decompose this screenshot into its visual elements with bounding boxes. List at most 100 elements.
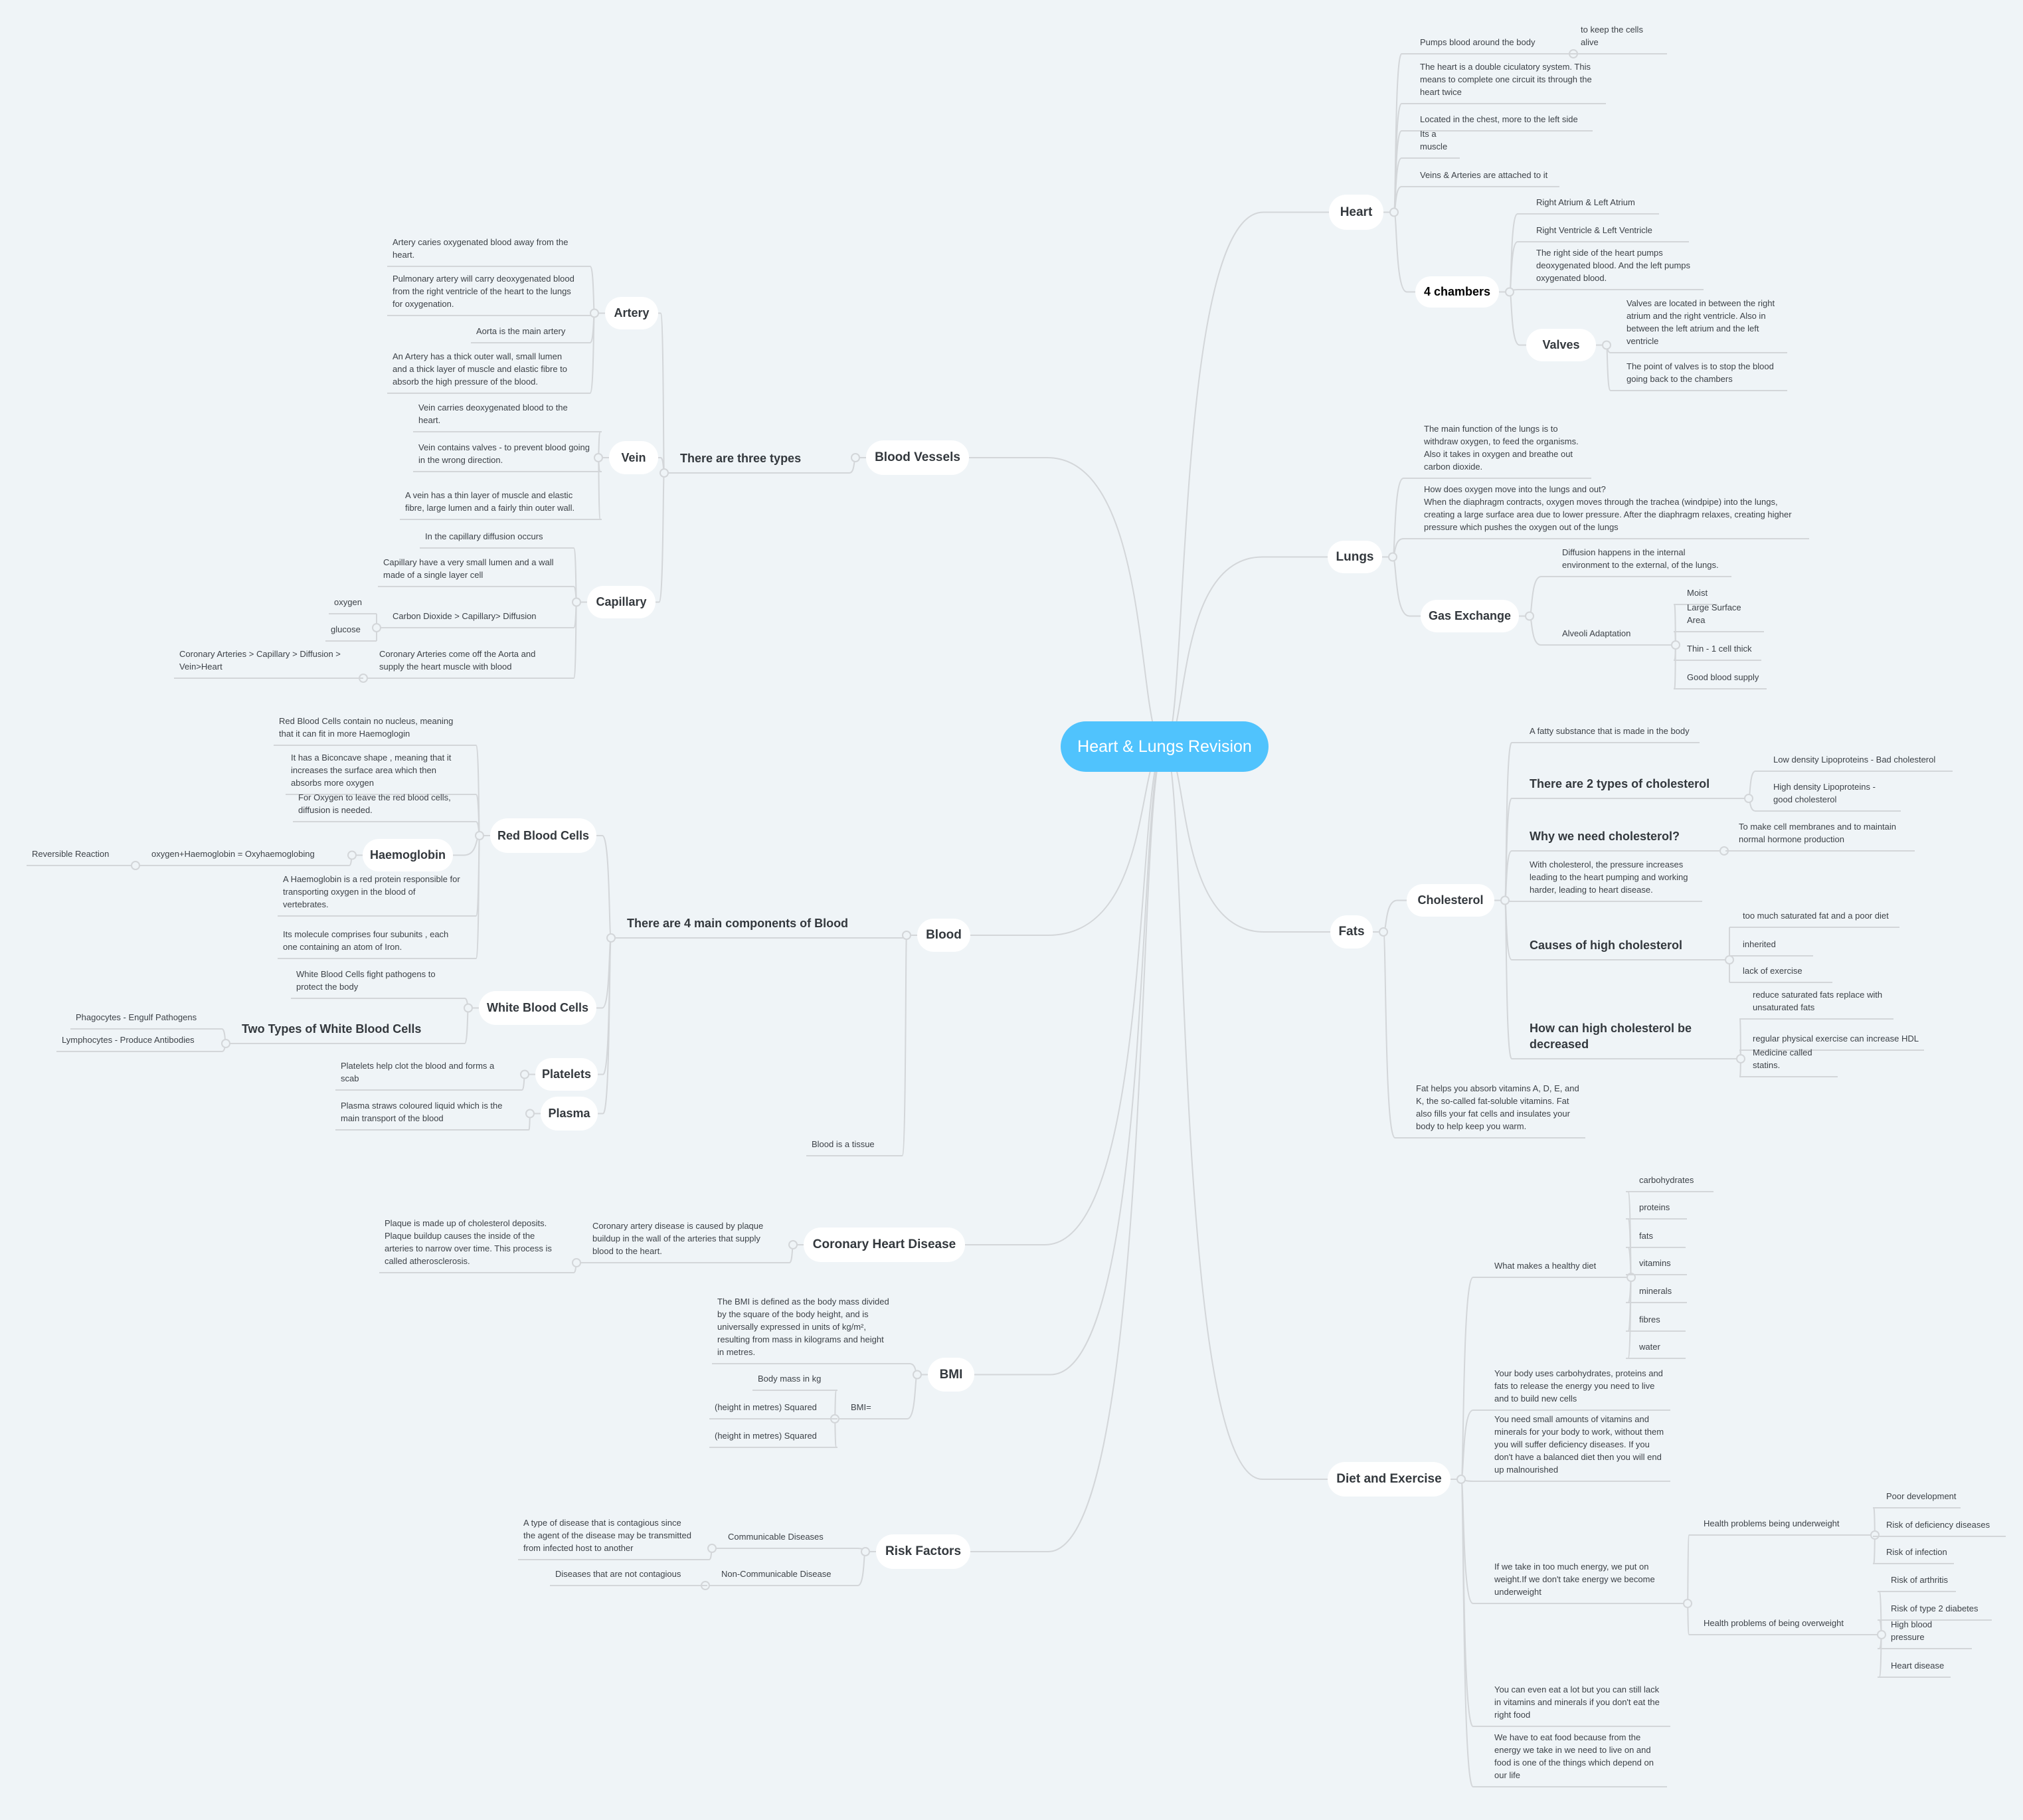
topic-heart[interactable]: Heart [1329,195,1383,230]
subtopic-valves[interactable]: Valves [1526,329,1596,361]
note[interactable]: Blood is a tissue [806,1138,899,1156]
subtopic-red-blood-cells[interactable]: Red Blood Cells [490,818,596,853]
note[interactable]: A vein has a thin layer of muscle and el… [400,489,602,520]
note[interactable]: Coronary Arteries > Capillary > Diffusio… [174,648,363,679]
note[interactable]: oxygen+Haemoglobin = Oxyhaemoglobing [146,848,347,866]
collapse-toggle[interactable] [221,1039,230,1048]
note[interactable]: BMI= [845,1401,901,1419]
note[interactable]: Coronary artery disease is caused by pla… [587,1220,787,1263]
cholesterol-types-heading[interactable]: There are 2 types of cholesterol [1516,776,1738,799]
note[interactable]: fats [1626,1229,1686,1248]
note[interactable]: It has a Biconcave shape , meaning that … [286,751,474,795]
note[interactable]: The heart is a double ciculatory system.… [1407,60,1606,104]
topic-diet-and-exercise[interactable]: Diet and Exercise [1328,1462,1451,1497]
note[interactable]: proteins [1626,1201,1687,1220]
subtopic-platelets[interactable]: Platelets [535,1058,598,1091]
note[interactable]: vitamins [1626,1257,1687,1275]
collapse-toggle[interactable] [1725,955,1734,964]
collapse-toggle[interactable] [131,861,140,870]
note[interactable]: Pumps blood around the body [1407,36,1563,54]
note[interactable]: Vein contains valves - to prevent blood … [413,441,602,472]
collapse-toggle[interactable] [913,1370,922,1380]
note[interactable]: Moist [1674,587,1717,605]
note[interactable]: Diffusion happens in the internal enviro… [1549,546,1731,577]
note[interactable]: Medicine called statins. [1739,1046,1838,1077]
central-topic[interactable]: Heart & Lungs Revision [1061,721,1269,772]
note[interactable]: minerals [1626,1285,1687,1303]
collapse-toggle[interactable] [606,933,616,943]
three-types-heading[interactable]: There are three types [675,450,845,474]
note[interactable]: A fatty substance that is made in the bo… [1516,725,1700,743]
note[interactable]: For Oxygen to leave the red blood cells,… [293,791,474,822]
note[interactable]: Right Atrium & Left Atrium [1523,196,1659,215]
note[interactable]: What makes a healthy diet [1481,1259,1621,1278]
note[interactable]: lack of exercise [1729,964,1832,983]
topic-risk-factors[interactable]: Risk Factors [876,1534,970,1569]
note[interactable]: oxygen [329,596,377,614]
collapse-toggle[interactable] [572,597,581,607]
subtopic-gas-exchange[interactable]: Gas Exchange [1421,600,1519,632]
note[interactable]: Non-Communicable Disease [716,1568,853,1586]
note[interactable]: You can even eat a lot but you can still… [1481,1683,1670,1727]
note[interactable]: too much saturated fat and a poor diet [1729,909,1899,928]
subtopic-plasma[interactable]: Plasma [541,1097,598,1131]
note[interactable]: Artery caries oxygenated blood away from… [387,236,587,267]
note[interactable]: If we take in too much energy, we put on… [1481,1560,1677,1604]
collapse-toggle[interactable] [572,1258,581,1267]
note[interactable]: White Blood Cells fight pathogens to pro… [291,968,462,999]
collapse-toggle[interactable] [1744,794,1753,803]
note[interactable]: Coronary Arteries come off the Aorta and… [374,648,572,679]
collapse-toggle[interactable] [660,468,669,478]
note[interactable]: Thin - 1 cell thick [1674,642,1761,661]
note[interactable]: A Haemoglobin is a red protein responsib… [278,873,474,917]
note[interactable]: Vein carries deoxygenated blood to the h… [413,401,602,432]
collapse-toggle[interactable] [861,1547,870,1556]
collapse-toggle[interactable] [464,1003,473,1013]
topic-blood[interactable]: Blood [917,919,970,952]
note[interactable]: You need small amounts of vitamins and m… [1481,1413,1670,1482]
note[interactable]: glucose [325,623,377,642]
note[interactable]: Communicable Diseases [723,1530,853,1549]
note[interactable]: Right Ventricle & Left Ventricle [1523,224,1689,242]
note[interactable]: Body mass in kg [752,1372,837,1391]
note[interactable]: Pulmonary artery will carry deoxygenated… [387,272,587,316]
why-cholesterol-heading[interactable]: Why we need cholesterol? [1516,828,1714,852]
note[interactable]: Lymphocytes - Produce Antibodies [56,1034,219,1052]
note[interactable]: The right side of the heart pumps deoxyg… [1523,246,1704,290]
note[interactable]: Good blood supply [1674,671,1767,689]
note[interactable]: water [1626,1340,1686,1359]
note[interactable]: Reversible Reaction [27,848,132,866]
collapse-toggle[interactable] [1456,1475,1466,1484]
note[interactable]: How does oxygen move into the lungs and … [1411,483,1809,539]
note[interactable]: reduce saturated fats replace with unsat… [1739,988,1893,1020]
note[interactable]: to keep the cells alive [1567,23,1667,54]
note[interactable]: With cholesterol, the pressure increases… [1516,858,1702,902]
note[interactable]: Health problems being underweight [1690,1517,1864,1536]
collapse-toggle[interactable] [520,1069,529,1079]
collapse-toggle[interactable] [1389,207,1399,217]
note[interactable]: A type of disease that is contagious sin… [518,1516,707,1560]
note[interactable]: Its a muscle [1407,128,1460,159]
note[interactable]: Alveoli Adaptation [1549,627,1665,646]
note[interactable]: Aorta is the main artery [471,325,587,343]
note[interactable]: Platelets help clot the blood and forms … [335,1059,520,1091]
note[interactable]: inherited [1729,938,1813,956]
topic-lungs[interactable]: Lungs [1328,541,1382,573]
collapse-toggle[interactable] [1379,927,1388,937]
note[interactable]: Poor development [1873,1490,1961,1508]
note[interactable]: Its molecule comprises four subunits , e… [278,928,474,959]
note[interactable]: High density Lipoproteins - good cholest… [1760,780,1901,812]
white-cell-types-heading[interactable]: Two Types of White Blood Cells [236,1021,462,1044]
collapse-toggle[interactable] [851,453,860,462]
note[interactable]: Heart disease [1878,1659,1951,1678]
note[interactable]: Located in the chest, more to the left s… [1407,113,1593,132]
note[interactable]: Carbon Dioxide > Capillary> Diffusion [387,610,572,628]
note[interactable]: Health problems of being overweight [1690,1617,1871,1635]
note[interactable]: Risk of deficiency diseases [1873,1518,2006,1537]
subtopic-4-chambers[interactable]: 4 chambers [1415,276,1499,308]
collapse-toggle[interactable] [707,1544,717,1553]
note[interactable]: Risk of type 2 diabetes [1878,1602,1992,1621]
collapse-toggle[interactable] [1683,1599,1692,1608]
causes-heading[interactable]: Causes of high cholesterol [1516,937,1719,960]
collapse-toggle[interactable] [1602,340,1611,350]
